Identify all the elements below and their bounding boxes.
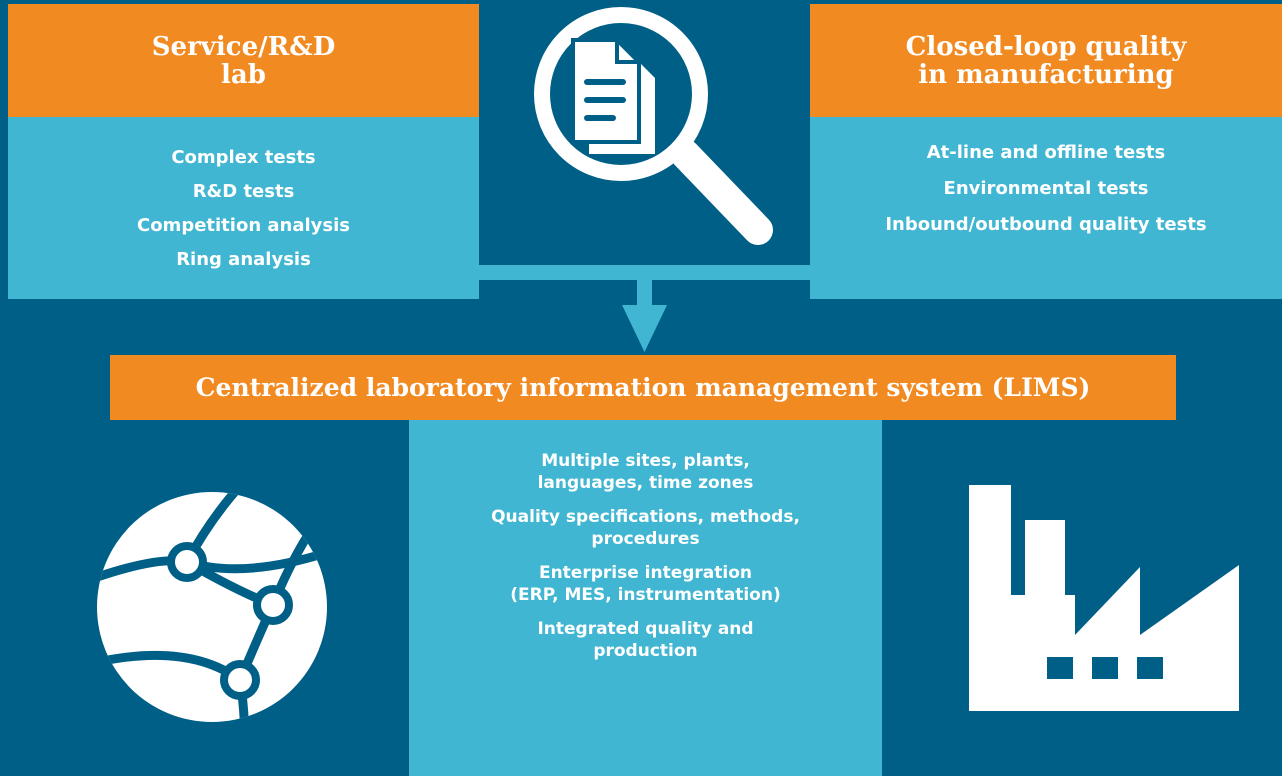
service-rd-lab-title-line-1: Service/R&D [151,31,336,62]
list-item: R&D tests [192,181,295,202]
closed-loop-quality-title-line-2: in manufacturing [918,59,1174,90]
closed-loop-quality-list: At-line and offline tests Environmental … [810,117,1282,243]
list-item: Competition analysis [136,215,351,236]
down-arrow-icon [622,305,667,352]
closed-loop-quality-title-line-1: Closed-loop quality [905,31,1187,62]
list-item-line: Integrated quality and [537,619,754,639]
lims-header: Centralized laboratory information manag… [110,355,1176,420]
list-item-line: Enterprise integration [538,563,753,583]
globe-network-icon [97,492,327,722]
list-item: Inbound/outbound quality tests [885,214,1207,235]
service-rd-lab-title-line-2: lab [221,59,266,90]
list-item: Enterprise integration (ERP, MES, instru… [409,562,882,606]
list-item-line: Multiple sites, plants, [541,451,750,471]
service-rd-lab-panel: Complex tests R&D tests Competition anal… [8,117,479,299]
list-item-line: Quality specifications, methods, [491,507,800,527]
closed-loop-quality-panel: At-line and offline tests Environmental … [810,117,1282,299]
list-item: Complex tests [171,147,316,168]
list-item-line: procedures [591,529,700,549]
closed-loop-quality-header: Closed-loop quality in manufacturing [810,4,1282,117]
connector-vertical-line [637,280,652,306]
list-item-line: languages, time zones [537,473,754,493]
list-item: Environmental tests [943,178,1149,199]
list-item: At-line and offline tests [926,142,1166,163]
list-item-line: (ERP, MES, instrumentation) [510,585,781,605]
list-item-line: production [593,641,698,661]
list-item: Integrated quality and production [409,618,882,662]
list-item: Multiple sites, plants, languages, time … [409,450,882,494]
list-item: Quality specifications, methods, procedu… [409,506,882,550]
service-rd-lab-list: Complex tests R&D tests Competition anal… [8,117,479,277]
service-rd-lab-header: Service/R&D lab [8,4,479,117]
lims-list: Multiple sites, plants, languages, time … [409,420,882,662]
lims-title: Centralized laboratory information manag… [195,373,1091,402]
document-search-icon [534,7,773,245]
lims-panel: Multiple sites, plants, languages, time … [409,420,882,776]
factory-icon [969,485,1239,711]
list-item: Ring analysis [176,249,311,270]
connector-horizontal-line [479,265,810,280]
